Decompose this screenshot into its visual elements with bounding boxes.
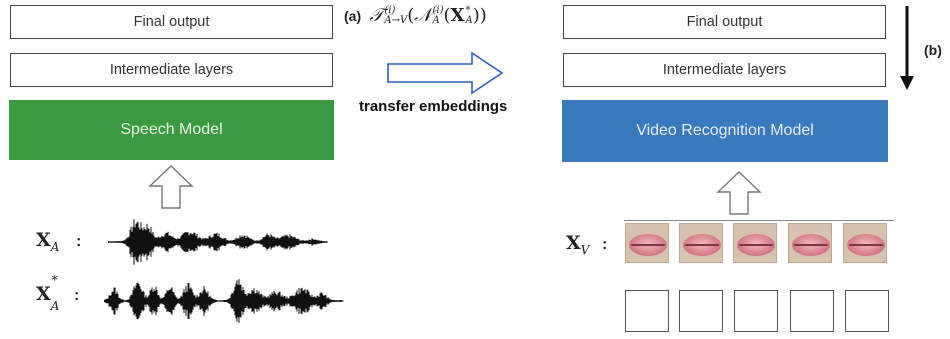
right-intermediate-layers-label: Intermediate layers (662, 62, 787, 78)
input-xa-label: XA : (36, 229, 82, 254)
transfer-embeddings-label: transfer embeddings (359, 98, 508, 115)
right-final-output-box: Final output (563, 5, 886, 39)
frames-top-line (624, 220, 894, 221)
left-final-output-label: Final output (133, 14, 210, 30)
formula-expression: 𝒯(i)A→V(𝒩(i)A(X*A)) (369, 5, 487, 26)
lip-frame (843, 223, 887, 263)
speech-waveform-xa-star (104, 279, 344, 323)
speech-waveform-xa (108, 219, 328, 265)
lip-frame (733, 223, 777, 263)
lip-frame (625, 223, 669, 263)
input-xa-star-label: X*A : (36, 273, 80, 313)
lip-frame (788, 223, 832, 263)
video-recognition-model-label: Video Recognition Model (636, 122, 814, 139)
empty-frame (734, 290, 778, 332)
left-intermediate-layers-box: Intermediate layers (10, 53, 333, 87)
lip-frame (679, 223, 723, 263)
left-final-output-box: Final output (10, 5, 333, 39)
right-intermediate-layers-box: Intermediate layers (563, 53, 886, 87)
empty-frame (790, 290, 834, 332)
right-final-output-label: Final output (686, 14, 763, 30)
empty-frame (679, 290, 723, 332)
input-xv-label: XV : (566, 232, 608, 257)
empty-frame (845, 290, 889, 332)
formula-a: (a) 𝒯(i)A→V(𝒩(i)A(X*A)) (344, 5, 544, 26)
right-up-arrow-icon (716, 171, 762, 215)
transfer-right-arrow-icon (387, 51, 504, 95)
empty-frame (625, 290, 669, 332)
left-intermediate-layers-label: Intermediate layers (109, 62, 234, 78)
video-recognition-model-block: Video Recognition Model (562, 100, 888, 162)
speech-model-label: Speech Model (120, 121, 223, 138)
speech-model-block: Speech Model (9, 100, 334, 160)
tag-b: (b) (924, 42, 942, 58)
left-up-arrow-icon (148, 165, 194, 209)
down-arrow-icon (900, 6, 914, 90)
tag-a: (a) (344, 8, 362, 24)
